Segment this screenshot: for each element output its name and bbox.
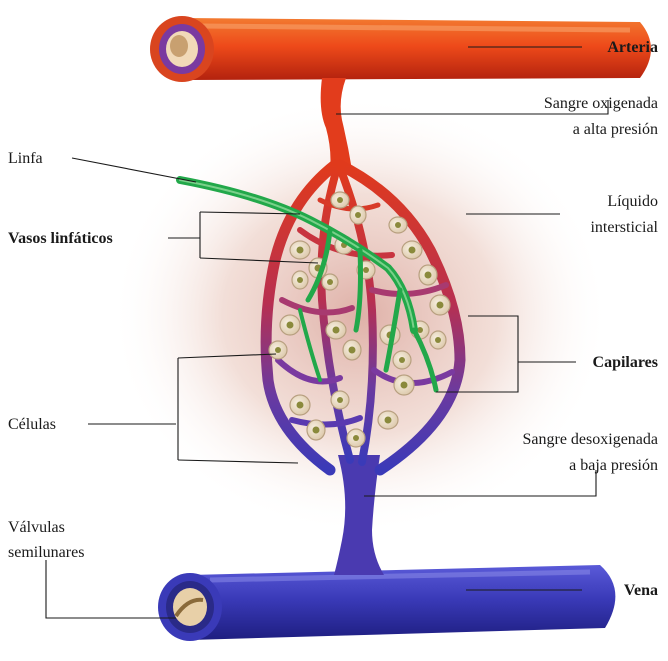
label-valvulas-line1: Válvulas <box>8 519 65 536</box>
label-arteria: Arteria <box>607 39 658 56</box>
artery <box>150 16 651 82</box>
label-capilares: Capilares <box>593 354 658 371</box>
label-sangre-oxigenada-line2: a alta presión <box>573 121 658 138</box>
label-sangre-desoxigenada-line2: a baja presión <box>569 457 658 474</box>
label-celulas: Células <box>8 416 56 433</box>
label-liquido-line1: Líquido <box>607 193 658 210</box>
label-valvulas-line2: semilunares <box>8 544 84 561</box>
label-sangre-oxigenada-line1: Sangre oxigenada <box>544 95 658 112</box>
vein <box>158 565 615 641</box>
label-linfa: Linfa <box>8 150 43 167</box>
label-vasos-linfaticos: Vasos linfáticos <box>8 230 113 247</box>
label-vena: Vena <box>624 582 658 599</box>
label-sangre-desoxigenada-line1: Sangre desoxigenada <box>522 431 658 448</box>
label-liquido-line2: intersticial <box>590 219 658 236</box>
